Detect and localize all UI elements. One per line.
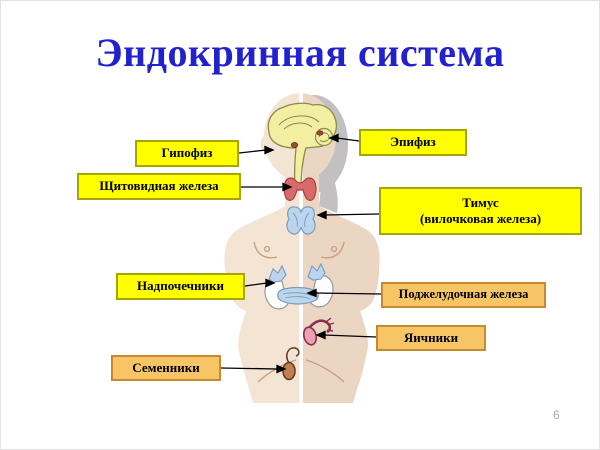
- adrenal-glands-illustration: [268, 262, 326, 283]
- pancreas-illustration: [277, 286, 319, 305]
- arrow-ovaries: [315, 330, 377, 340]
- label-thymus: Тимус (вилочковая железа): [379, 187, 582, 235]
- label-thymus-text-line2: (вилочковая железа): [419, 211, 542, 226]
- arrow-adrenals: [244, 278, 276, 288]
- label-pancreas-text: Поджелудочная железа: [398, 287, 529, 302]
- label-pituitary: Гипофиз: [135, 140, 239, 167]
- arrow-pancreas: [306, 288, 382, 298]
- label-pineal: Эпифиз: [359, 129, 467, 156]
- label-thyroid-text: Щитовидная железа: [99, 178, 219, 194]
- label-ovaries: Яичники: [376, 325, 486, 351]
- label-thymus-text-line1: Тимус: [462, 194, 499, 210]
- label-testes-text: Семенники: [132, 359, 200, 375]
- ovary-illustration: [302, 317, 335, 346]
- page-title: Эндокринная система: [95, 30, 505, 75]
- arrow-thyroid: [241, 182, 293, 192]
- arrow-thymus: [316, 210, 380, 220]
- label-adrenals: Надпочечники: [116, 273, 245, 300]
- label-pituitary-text: Гипофиз: [161, 145, 213, 161]
- label-ovaries-text: Яичники: [403, 329, 459, 345]
- arrow-testes: [220, 364, 287, 374]
- testis-illustration: [282, 347, 300, 381]
- label-pancreas: Поджелудочная железа: [381, 282, 546, 308]
- body-midline: [299, 91, 303, 403]
- connector-arrows: [220, 133, 382, 374]
- arrow-pituitary: [238, 145, 275, 155]
- label-pineal-text: Эпифиз: [390, 134, 436, 150]
- label-testes: Семенники: [111, 355, 221, 381]
- pituitary-gland: [290, 141, 299, 148]
- thymus-illustration: [286, 206, 316, 235]
- pineal-gland: [316, 130, 324, 136]
- body-contours: [253, 241, 345, 383]
- arrow-pineal: [328, 133, 360, 143]
- label-thyroid: Щитовидная железа: [77, 173, 241, 200]
- thyroid-gland-illustration: [283, 177, 317, 201]
- hair-shadow-neck: [319, 169, 338, 213]
- brain-illustration: [267, 102, 338, 188]
- page-number: 6: [553, 408, 560, 422]
- label-adrenals-text: Надпочечники: [137, 278, 224, 294]
